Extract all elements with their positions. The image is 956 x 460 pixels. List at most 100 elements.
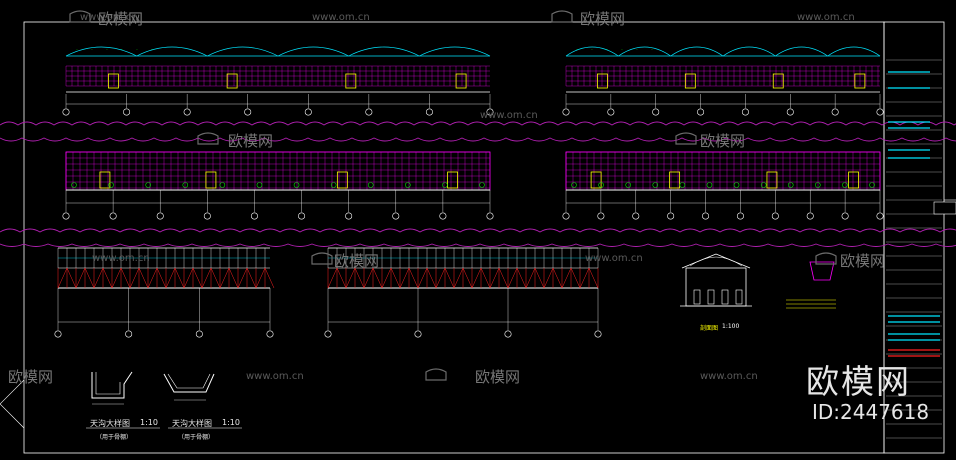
watermark-site: www.om.cn bbox=[92, 253, 150, 264]
door bbox=[99, 171, 111, 189]
gutter-details bbox=[86, 371, 242, 429]
truss-diagonal bbox=[102, 267, 113, 289]
annotation-tick: — bbox=[76, 47, 78, 51]
roof-arch bbox=[207, 46, 279, 57]
detail-left-scale: 1:10 bbox=[140, 418, 158, 427]
watermark-sofa-icon bbox=[69, 10, 91, 23]
section-door bbox=[707, 289, 715, 305]
door bbox=[345, 73, 357, 89]
section-legend-mark bbox=[809, 261, 835, 281]
fan-symbol bbox=[760, 182, 767, 188]
truss-diagonal bbox=[408, 267, 419, 289]
axis-bubble bbox=[876, 108, 884, 116]
truss-diagonal bbox=[192, 267, 203, 289]
watermark-sofa-icon bbox=[815, 252, 837, 265]
axis-bubble bbox=[771, 212, 779, 220]
watermark-site: www.om.cn bbox=[700, 371, 758, 382]
fan-symbol bbox=[367, 182, 374, 188]
roof-arch bbox=[827, 46, 881, 57]
truss-diagonal bbox=[327, 267, 338, 289]
axis-bubble bbox=[156, 212, 164, 220]
axis-bubble bbox=[304, 108, 312, 116]
truss-diagonal bbox=[453, 267, 464, 289]
fan-symbol bbox=[479, 182, 485, 188]
revision-clouds bbox=[0, 121, 956, 247]
door bbox=[766, 171, 778, 189]
fan-symbol bbox=[842, 182, 848, 188]
fan-symbol bbox=[815, 182, 821, 188]
detail-left-note: （用于骨棚） bbox=[96, 434, 133, 441]
axis-bubble bbox=[652, 108, 660, 116]
truss-diagonal bbox=[498, 267, 509, 289]
truss-diagonal bbox=[138, 267, 149, 289]
section-title: 剖面图 bbox=[700, 325, 719, 332]
fan-symbol bbox=[625, 182, 631, 188]
door bbox=[447, 171, 459, 189]
roof-arch bbox=[618, 46, 671, 57]
section-roof bbox=[681, 253, 751, 269]
axis-bubble bbox=[697, 108, 705, 116]
truss-diagonal bbox=[552, 267, 563, 289]
annotation-tick: — bbox=[91, 47, 93, 51]
annotation-tick: — bbox=[151, 47, 153, 51]
axis-bubble bbox=[876, 212, 884, 220]
gutter-profile-inner bbox=[167, 373, 211, 389]
truss-diagonal bbox=[120, 267, 131, 289]
roof-arch bbox=[419, 46, 491, 57]
axis-bubble bbox=[702, 212, 710, 220]
fan-symbol bbox=[706, 182, 713, 188]
annotation-tick: — bbox=[636, 47, 638, 51]
truss-diagonal bbox=[381, 267, 392, 289]
watermark-brand: 欧模网 bbox=[8, 368, 54, 386]
fan-symbol bbox=[598, 182, 604, 188]
annotation-tick: — bbox=[606, 47, 608, 51]
revision-cloud bbox=[0, 243, 956, 247]
door bbox=[848, 171, 859, 189]
fan-symbol bbox=[330, 182, 337, 188]
truss-diagonal bbox=[174, 267, 185, 289]
truss-diagonal bbox=[363, 267, 374, 289]
annotation-tick: — bbox=[621, 47, 623, 51]
section-arch bbox=[689, 256, 743, 267]
truss-diagonal bbox=[219, 267, 230, 289]
titleblock-tab bbox=[933, 201, 956, 215]
fan-symbol bbox=[652, 182, 659, 188]
axis-bubble bbox=[831, 108, 839, 116]
annotation-tick: — bbox=[121, 47, 123, 51]
truss-diagonal bbox=[516, 267, 527, 289]
section-door bbox=[735, 289, 743, 305]
revision-cloud bbox=[0, 121, 956, 126]
axis-bubble bbox=[203, 212, 211, 220]
fan-symbol bbox=[869, 182, 875, 188]
watermark-brand: 欧模网 bbox=[475, 368, 521, 386]
axis-bubble bbox=[244, 108, 252, 116]
truss-diagonal bbox=[246, 267, 257, 289]
watermark-brand: 欧模网 bbox=[580, 10, 626, 28]
axis-bubble bbox=[486, 212, 494, 220]
door bbox=[226, 73, 238, 89]
truss-diagonal bbox=[417, 267, 428, 289]
frame-leader bbox=[0, 403, 25, 429]
truss-diagonal bbox=[57, 267, 68, 289]
revision-cloud bbox=[0, 137, 956, 142]
watermark-sofa-icon bbox=[675, 132, 697, 145]
truss-diagonal bbox=[264, 267, 275, 289]
axis-bubble bbox=[414, 330, 422, 338]
axis-bubble bbox=[841, 212, 849, 220]
truss-diagonal bbox=[372, 267, 383, 289]
truss-diagonal bbox=[345, 267, 356, 289]
roof-arch bbox=[348, 46, 420, 57]
axis-bubble bbox=[109, 212, 117, 220]
watermark-site: www.om.cn bbox=[797, 12, 855, 23]
section-view bbox=[680, 253, 836, 309]
annotation-tick: — bbox=[651, 47, 653, 51]
fan-symbol bbox=[182, 182, 189, 188]
truss-diagonal bbox=[129, 267, 140, 289]
watermark-brand: 欧模网 bbox=[700, 132, 746, 150]
truss-diagonal bbox=[507, 267, 518, 289]
truss-diagonal bbox=[255, 267, 266, 289]
fan-symbol bbox=[256, 182, 263, 188]
truss-diagonal bbox=[183, 267, 194, 289]
watermark-brand: 欧模网 bbox=[98, 10, 144, 28]
truss-diagonal bbox=[570, 267, 581, 289]
